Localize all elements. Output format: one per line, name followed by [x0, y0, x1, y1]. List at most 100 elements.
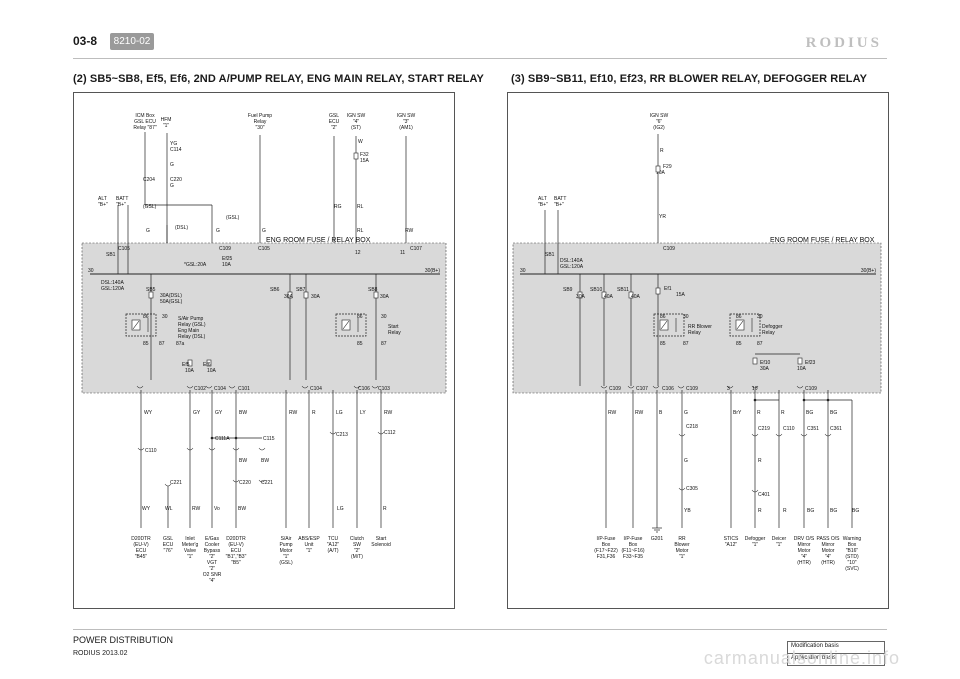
left-box-label: 30: [162, 314, 168, 320]
right-defogger-relay-box: [729, 313, 761, 337]
right-inline-connector: [824, 433, 832, 437]
left-wire-label: C213: [336, 432, 348, 438]
left-top-wire-label: RL: [357, 204, 364, 210]
left-source-label: Fuel Pump: [248, 113, 272, 119]
left-box-label: 30: [381, 314, 387, 320]
left-box-label: 10A: [222, 262, 232, 268]
left-wire-label: BW: [239, 410, 247, 416]
right-wire-label: C351: [807, 426, 819, 432]
right-box-label: 15A: [676, 292, 686, 298]
right-defogger-relay-coil-slash: [736, 320, 744, 330]
left-wire-label: RW: [384, 410, 393, 416]
right-component-label: Box: [848, 542, 857, 548]
left-top-wire-label: C114: [170, 147, 182, 153]
right-component-label: RR: [678, 536, 686, 542]
left-inline-connector: [137, 447, 145, 451]
left-source-label: Relay "87": [133, 125, 157, 131]
right-diagram-frame: [507, 92, 889, 609]
right-component-label: Motor: [822, 548, 835, 554]
right-box-label: C106: [662, 386, 674, 392]
footer-subtitle: RODIUS 2013.02: [73, 650, 128, 657]
right-wire-label: C361: [830, 426, 842, 432]
right-box-label: 10A: [797, 366, 807, 372]
left-component-label: Clutch: [350, 536, 364, 542]
right-box-label: Relay: [688, 330, 701, 336]
section-code-badge: 8210-02: [110, 33, 154, 50]
revision-basis-table: Modification basis Application basis: [787, 641, 885, 666]
right-component-label: Defogger: [745, 536, 766, 542]
left-inline-connector: [208, 447, 216, 451]
left-component-label: TCU: [328, 536, 339, 542]
left-component-label: Unit: [305, 542, 315, 548]
right-box-label: 86: [660, 314, 666, 320]
right-box-label: Ef10: [760, 360, 771, 366]
left-box-label: C104: [214, 386, 226, 392]
right-box-label: C107: [636, 386, 648, 392]
left-wire-label: R: [312, 410, 316, 416]
left-output-connector: [186, 385, 194, 389]
right-box-label: SB1: [545, 252, 555, 258]
left-output-connector: [136, 385, 144, 389]
left-source-label: "2": [331, 125, 338, 131]
right-rr-blower-relay-box: [653, 313, 685, 337]
left-wire-label: C221: [170, 480, 182, 486]
right-top-label: "6": [656, 119, 663, 125]
right-component-label: (SVC): [845, 566, 859, 572]
left-start-relay-box: [335, 313, 367, 337]
right-box-label: 30A: [576, 294, 586, 300]
left-box-label: 87: [159, 341, 165, 347]
right-wire-label: R: [781, 410, 785, 416]
right-box-label: SB9: [563, 287, 573, 293]
left-wire-label: GY: [215, 410, 223, 416]
right-top-label: BATT: [554, 196, 566, 202]
left-box-label: 85: [143, 341, 149, 347]
left-component-label: ECU: [231, 548, 242, 554]
right-inline-connector: [678, 433, 686, 437]
right-top-label: R: [660, 148, 664, 154]
left-eng-main-relay-box: [125, 313, 157, 337]
right-box-label: Ef1: [664, 286, 672, 292]
left-inline-connector: [232, 479, 240, 483]
right-inline-connector: [751, 433, 759, 437]
right-top-label: (IG2): [653, 125, 665, 131]
left-sb-fuse: [373, 291, 379, 299]
right-inline-connector: [775, 433, 783, 437]
left-component-label: "2": [209, 554, 216, 560]
left-source-label: HFM: [161, 117, 172, 123]
left-box-label: 30A: [311, 294, 321, 300]
right-inline-connector: [800, 433, 808, 437]
right-output-connector: [751, 385, 759, 389]
left-top-wire-label: ALT: [98, 196, 107, 202]
right-box-label: C109: [663, 246, 675, 252]
left-component-label: S/Air: [281, 536, 292, 542]
right-wire-label: R: [758, 508, 762, 514]
right-component-label: Deicer: [772, 536, 787, 542]
left-wire-label: C111A: [215, 436, 230, 442]
left-source-label: GSL: [329, 113, 339, 119]
left-top-wire-label: G: [146, 228, 150, 234]
left-component-label: "B45": [135, 554, 148, 560]
left-inline-connector: [258, 447, 266, 451]
right-component-label: Box: [629, 542, 638, 548]
left-top-wire-label: RG: [334, 204, 342, 210]
left-fuse-ef5: [187, 359, 193, 367]
left-eng-main-relay-coil-slash: [132, 320, 140, 330]
left-wire-label: R: [383, 506, 387, 512]
left-component-label: VGT: [207, 560, 217, 566]
right-output-connector: [796, 385, 804, 389]
left-box-label: Relay: [388, 330, 401, 336]
left-fuse-ef6: [206, 359, 212, 367]
left-component-label: D20DTR: [131, 536, 151, 542]
left-wire-label: BW: [239, 458, 247, 464]
right-wire-label: G: [684, 458, 688, 464]
right-component-label: (HTR): [821, 560, 835, 566]
right-output-connector: [726, 385, 734, 389]
left-wire-label: Vo: [214, 506, 220, 512]
right-box-label: 85: [660, 341, 666, 347]
left-top-wire-label: BATT: [116, 196, 128, 202]
left-output-connector: [205, 385, 213, 389]
left-output-connector: [371, 385, 379, 389]
right-top-label: YR: [659, 214, 666, 220]
left-box-label: SB8: [368, 287, 378, 293]
left-output-connector: [353, 385, 361, 389]
